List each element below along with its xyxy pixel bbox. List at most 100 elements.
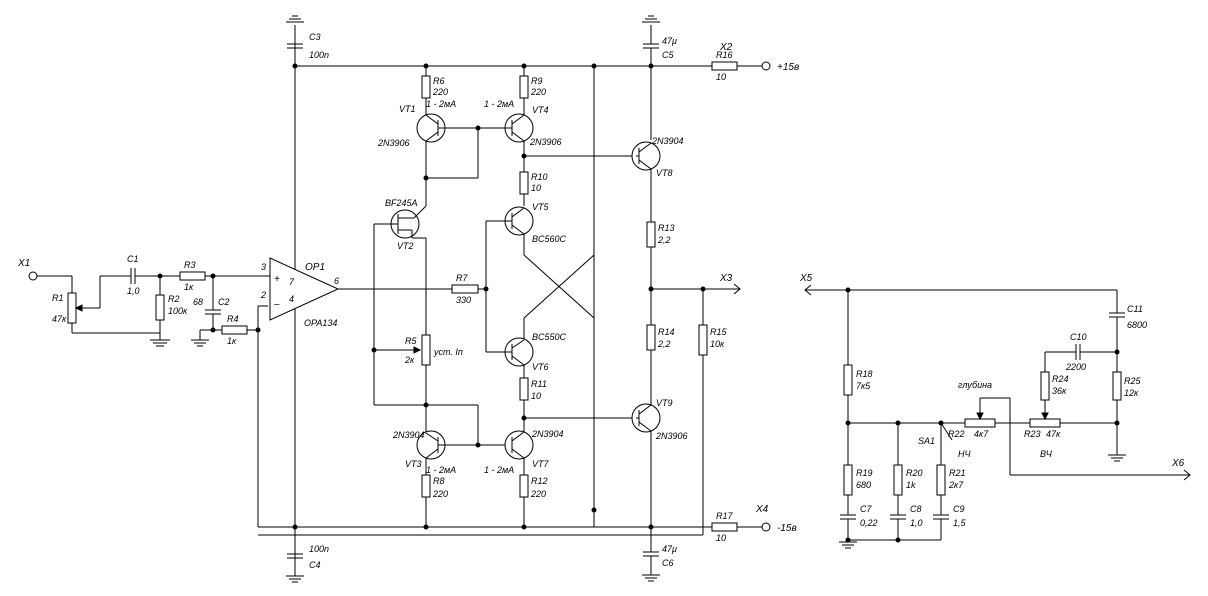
plus15-label: +15в [777, 62, 799, 73]
op1-type: OPA134 [304, 318, 337, 328]
r23-value: 47к [1046, 429, 1061, 439]
c10-value: 2200 [1065, 362, 1086, 372]
r1-value: 47к [52, 314, 67, 324]
vt3-type: 2N3904 [392, 430, 425, 440]
r22-label: R22 [948, 429, 965, 439]
r2-label: R2 [168, 294, 180, 304]
vt7-type: 2N3904 [531, 429, 564, 439]
vt9-type: 2N3906 [655, 431, 688, 441]
c6-label: C6 [662, 558, 674, 568]
r20-label: R20 [906, 468, 923, 478]
r2-value: 100к [168, 306, 188, 316]
pin2: 2 [260, 290, 266, 300]
r3-resistor [179, 271, 206, 281]
r24-resistor [1040, 371, 1050, 401]
x2-label: X2 [719, 42, 733, 53]
r5-label: R5 [405, 336, 417, 346]
r9-label: R9 [531, 76, 543, 86]
vt2-type: BF245A [385, 198, 418, 208]
r16-resistor [711, 61, 738, 71]
r11-label: R11 [531, 379, 547, 389]
c1-value: 1,0 [127, 286, 140, 296]
r22-resistor [964, 418, 996, 428]
r4-label: R4 [227, 314, 239, 324]
vt5-label: VT5 [532, 202, 550, 212]
x5-label: X5 [799, 273, 813, 284]
vt7-current: 1 - 2мА [484, 465, 514, 475]
r25-resistor [1112, 371, 1122, 401]
r10-label: R10 [531, 172, 548, 182]
r10-resistor [519, 171, 529, 195]
r15-label: R15 [710, 327, 728, 337]
r18-resistor [843, 364, 853, 396]
x1-label: X1 [17, 258, 30, 269]
r20-value: 1k [906, 480, 916, 490]
c7-label: C7 [860, 504, 872, 514]
c4-label: C4 [309, 560, 321, 570]
r15-resistor [698, 324, 708, 356]
pin3: 3 [261, 262, 266, 272]
opamp-op1: + – [269, 240, 460, 330]
r17-label: R17 [716, 511, 734, 521]
r6-label: R6 [433, 76, 445, 86]
r3-label: R3 [184, 260, 196, 270]
vt4-current: 1 - 2мА [484, 99, 514, 109]
vt1-label: VT1 [399, 104, 416, 114]
c3-value: 100n [309, 50, 329, 60]
r14-label: R14 [658, 327, 675, 337]
vt8-type: 2N3904 [651, 136, 684, 146]
r5-value: 2к [404, 355, 415, 365]
c4-value: 100n [309, 544, 329, 554]
r18-value: 7к5 [856, 381, 871, 391]
lf-label: НЧ [958, 449, 971, 459]
r7-resistor [451, 284, 479, 294]
r2-resistor [155, 294, 165, 321]
r8-resistor [421, 474, 431, 498]
r5-resistor [421, 334, 431, 366]
r6-resistor [421, 75, 431, 99]
r23-resistor [1029, 418, 1061, 428]
r19-resistor [843, 464, 853, 496]
x3-label: X3 [719, 273, 733, 284]
vt4-type: 2N3906 [529, 137, 562, 147]
r10-value: 10 [531, 183, 541, 193]
r21-value: 2к7 [948, 480, 964, 490]
r16-label: R16 [716, 50, 733, 60]
x4-label: X4 [755, 504, 769, 515]
pin6: 6 [334, 276, 339, 286]
c5-label: C5 [662, 50, 674, 60]
sa1-label: SA1 [918, 436, 935, 446]
c2-value: 68 [193, 297, 203, 307]
c9-label: C9 [953, 504, 965, 514]
c8-label: C8 [910, 504, 922, 514]
r5-text: уст. Iп [433, 347, 463, 357]
r13-value: 2,2 [657, 235, 671, 245]
op1-label: OP1 [305, 262, 325, 273]
vt1-type: 2N3906 [377, 138, 410, 148]
r7-value: 330 [456, 295, 471, 305]
c8-value: 1,0 [910, 518, 923, 528]
r16-value: 10 [716, 72, 726, 82]
vt8-label: VT8 [656, 168, 673, 178]
svg-text:+: + [274, 274, 280, 285]
c9-value: 1,5 [953, 518, 967, 528]
r9-value: 220 [530, 87, 546, 97]
r6-value: 220 [432, 87, 448, 97]
vt1-current: 1 - 2мА [426, 99, 456, 109]
r7-label: R7 [456, 273, 468, 283]
vt3-current: 1 - 2мА [426, 465, 456, 475]
x6-label: X6 [1171, 458, 1185, 469]
r25-label: R25 [1124, 376, 1142, 386]
r21-resistor [936, 464, 946, 496]
minus15-label: -15в [777, 523, 797, 534]
bias-stage [371, 63, 636, 530]
c2-label: C2 [218, 297, 230, 307]
vt7-label: VT7 [532, 459, 550, 469]
r21-label: R21 [949, 468, 966, 478]
r4-value: 1к [227, 336, 237, 346]
c1-label: C1 [127, 254, 139, 264]
r14-resistor [646, 324, 656, 351]
r23-label: R23 [1024, 429, 1041, 439]
r12-label: R12 [531, 476, 548, 486]
